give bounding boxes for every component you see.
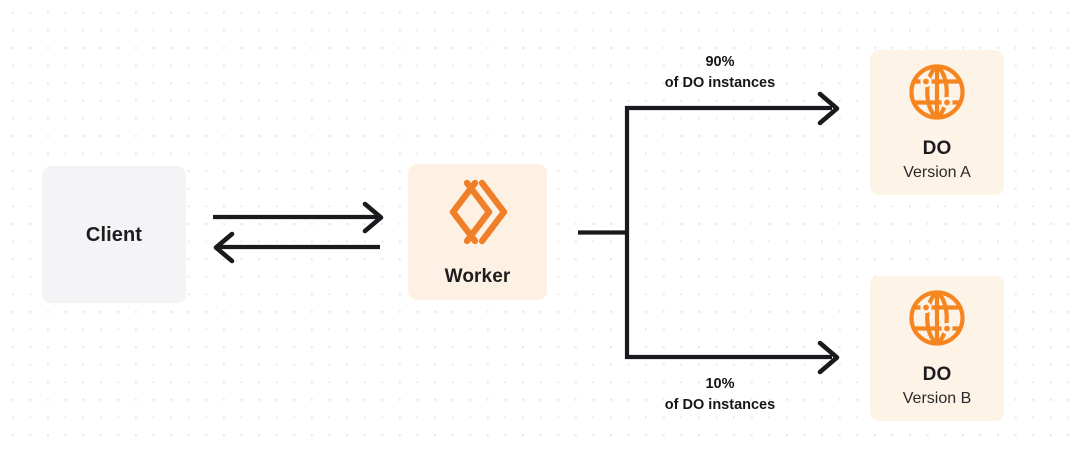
edge-label-do-a-percent: 90% [705, 54, 735, 70]
edge-worker-to-client [213, 231, 380, 264]
edge-label-do-b: 10% of DO instances [612, 374, 828, 416]
edge-label-do-a: 90% of DO instances [612, 52, 828, 94]
node-client[interactable]: Client [42, 166, 186, 303]
edge-worker-to-do-a [625, 91, 840, 126]
node-do-version-b-sublabel: Version B [902, 389, 972, 407]
edge-label-do-b-percent: 10% [705, 376, 735, 392]
edge-worker-to-do-b [625, 340, 840, 375]
node-worker-label: Worker [444, 266, 511, 288]
edge-client-to-worker [213, 201, 384, 234]
node-worker[interactable]: Worker [408, 164, 547, 300]
node-do-version-a-label: DO [922, 138, 952, 160]
globe-icon [907, 62, 967, 127]
node-do-version-b[interactable]: DO Version B [870, 276, 1004, 421]
edge-label-do-a-text: of DO instances [664, 75, 776, 92]
node-do-version-a[interactable]: DO Version A [870, 50, 1004, 195]
node-do-version-a-sublabel: Version A [903, 163, 971, 181]
node-client-label: Client [85, 223, 143, 246]
globe-icon [907, 288, 967, 353]
edge-label-do-b-text: of DO instances [664, 397, 776, 414]
cloudflare-workers-icon [444, 176, 512, 253]
edge-worker-split-bus [578, 106, 630, 359]
node-do-version-b-label: DO [922, 364, 952, 386]
